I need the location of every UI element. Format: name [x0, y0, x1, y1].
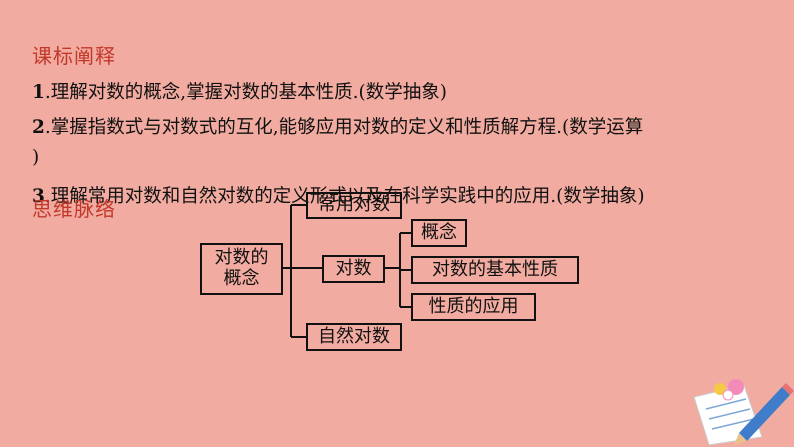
objective-2: 2.掌握指数式与对数式的互化,能够应用对数的定义和性质解方程.(数学运算: [32, 113, 643, 139]
objective-text: .理解对数的概念,掌握对数的基本性质.(数学抽象): [44, 82, 447, 103]
mindmap-common-log: 常用对数: [306, 192, 402, 219]
objective-2-continued: ): [32, 147, 39, 168]
heading-mindmap: 思维脉络: [32, 197, 116, 221]
objective-3: 3.理解常用对数和自然对数的定义形式以及在科学实践中的应用.(数学抽象): [32, 182, 645, 208]
heading-curriculum: 课标阐释: [32, 44, 116, 68]
root-line-2: 概念: [223, 268, 260, 289]
paper-pencil-icon: [693, 379, 794, 446]
mindmap-logarithm: 对数: [322, 255, 385, 283]
objective-1: 1.理解对数的概念,掌握对数的基本性质.(数学抽象): [32, 78, 447, 104]
objective-text: .掌握指数式与对数式的互化,能够应用对数的定义和性质解方程.(数学运算: [44, 117, 644, 138]
mindmap-natural-log: 自然对数: [306, 323, 402, 351]
objective-number: 3: [32, 186, 45, 207]
mindmap-branch-concept: 概念: [411, 219, 467, 247]
objective-number: 2: [32, 117, 45, 138]
mindmap-branch-properties: 对数的基本性质: [411, 256, 579, 284]
objective-text: ): [32, 147, 40, 168]
objective-text: .理解常用对数和自然对数的定义形式以及在科学实践中的应用.(数学抽象): [44, 186, 645, 207]
objective-number: 1: [32, 82, 45, 103]
root-line-1: 对数的: [214, 247, 269, 269]
mindmap-root: 对数的 概念: [200, 243, 283, 295]
mindmap-branch-applications: 性质的应用: [411, 293, 536, 321]
